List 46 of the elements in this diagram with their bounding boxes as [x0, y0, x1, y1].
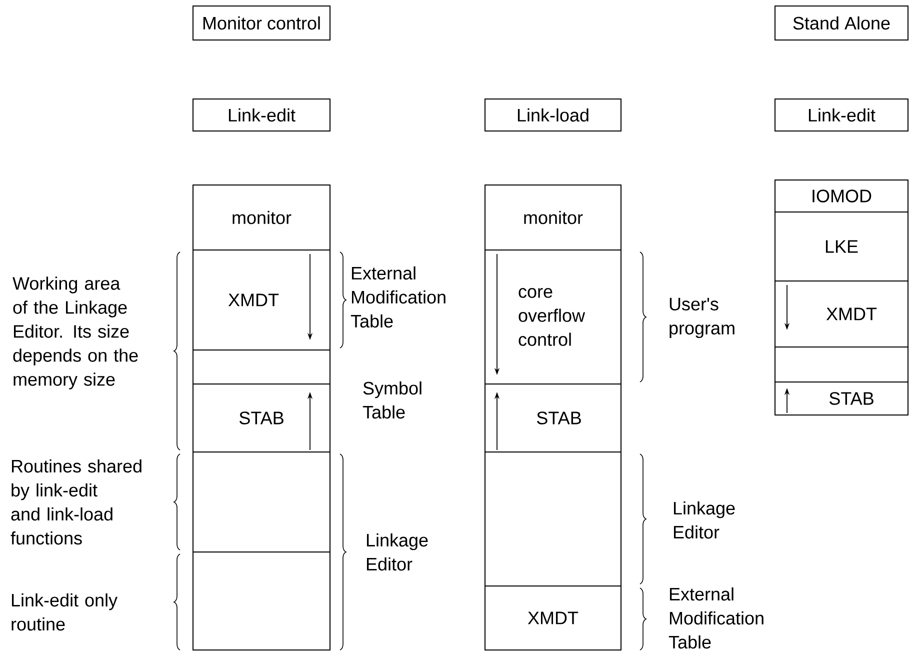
annotation: External Modification Table: [668, 587, 764, 649]
memory-segment: [774, 212, 908, 282]
memory-segment: [192, 452, 330, 552]
memory-segment: [192, 384, 330, 452]
memory-segment: [192, 552, 330, 650]
memory-segment: [192, 184, 330, 250]
memory-segment: [484, 250, 622, 384]
memory-segment: [192, 250, 330, 350]
segment-label: IOMOD: [812, 190, 872, 202]
segment-label: XMDT: [528, 612, 578, 624]
segment-label: STAB: [829, 392, 874, 405]
title-box: [774, 6, 908, 40]
memory-segment: [774, 382, 908, 416]
annotation: Working area of the Linkage Editor. Its size depends on the memory size: [12, 276, 138, 390]
memory-segment: [774, 346, 908, 382]
annotation: Linkage Editor: [674, 501, 735, 539]
memory-segment: [774, 280, 908, 348]
segment-label: Monitor control: [203, 16, 320, 30]
memory-segment: [484, 452, 622, 586]
segment-label: Link-edit: [228, 108, 296, 122]
memory-segment: [192, 350, 330, 384]
annotation: Linkage Editor: [366, 533, 428, 571]
segment-label: XMDT: [826, 308, 877, 320]
annotation: Symbol Table: [362, 381, 422, 419]
segment-label: XMDT: [228, 294, 279, 306]
mode-box: [774, 98, 908, 132]
segment-label: core overflow control: [518, 288, 586, 346]
segment-label: monitor: [232, 210, 292, 224]
memory-segment: [484, 384, 622, 452]
annotation: Routines shared by link-edit and link-load functions: [10, 459, 142, 545]
segment-label: Stand Alone: [793, 16, 890, 30]
mode-box: [192, 98, 330, 132]
segment-label: STAB: [239, 412, 284, 424]
mode-box: [484, 98, 622, 132]
segment-label: monitor: [524, 210, 583, 224]
title-box: [192, 6, 330, 40]
memory-segment: [774, 180, 908, 212]
annotation: Link-edit only routine: [12, 593, 118, 631]
segment-label: Link-load: [518, 108, 588, 122]
annotation: User's program: [670, 298, 734, 338]
segment-label: Link-edit: [808, 108, 876, 122]
memory-segment: [484, 586, 622, 650]
segment-label: LKE: [826, 240, 858, 253]
annotation: External Modification Table: [350, 266, 446, 328]
segment-label: STAB: [536, 412, 581, 424]
memory-segment: [484, 184, 622, 250]
